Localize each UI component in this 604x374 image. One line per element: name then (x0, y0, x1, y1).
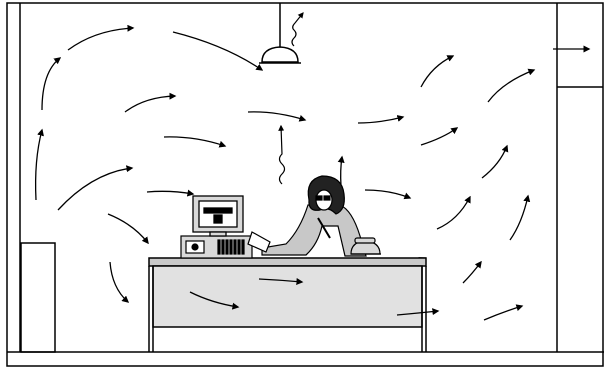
airflow-arrow-icon (487, 68, 536, 103)
airflow-arrow-icon (107, 213, 149, 245)
phone-cord (317, 217, 331, 239)
person-on-phone-icon (247, 175, 367, 257)
room-outline (6, 2, 604, 367)
cabinet (20, 242, 56, 353)
airflow-arrow-icon (337, 155, 345, 187)
desk-airflow-arrows (189, 278, 440, 316)
airflow-arrow-icon (396, 308, 440, 316)
airflow-arrow-icon (420, 55, 455, 88)
airflow-arrow-icon (247, 111, 307, 122)
airflow-arrow-icon (172, 31, 264, 71)
telephone-icon (350, 237, 381, 255)
computer-tower-icon (180, 235, 253, 259)
airflow-arrow-icon (109, 261, 130, 303)
person-body (261, 204, 367, 257)
airflow-arrow-icon (67, 24, 135, 51)
airflow-arrow-icon (364, 189, 412, 200)
heat-wave-icon (278, 12, 304, 185)
desk (148, 257, 427, 352)
airflow-arrow-icon (481, 144, 509, 179)
airflow-arrow-icon (436, 195, 471, 230)
airflow-arrow-icon (357, 115, 405, 124)
airflow-arrow-icon (189, 291, 240, 310)
desk-top (148, 257, 427, 267)
airflow-arrow-icon (258, 278, 304, 285)
airflow-arrow-icon (163, 136, 227, 148)
airflow-arrow-icon (146, 189, 195, 197)
outer-wall (6, 2, 604, 367)
airflow-arrow-icon (420, 127, 459, 146)
airflow-arrow-icon (462, 260, 482, 284)
room-heat-wave (278, 124, 286, 185)
ceiling-lamp-icon (259, 3, 301, 64)
airflow-arrow-icon (41, 57, 62, 111)
airflow-arrow-icon (57, 165, 134, 211)
airflow-arrow-icon (124, 92, 177, 113)
paper-sheet (247, 231, 271, 253)
lamp-heat-wave (291, 12, 304, 47)
airflow-arrow-icon (509, 194, 531, 241)
desk-front-panel (152, 265, 423, 328)
airflow-arrow-icon (34, 128, 44, 201)
computer-monitor-icon (192, 195, 244, 237)
airflow-arrow-icon (483, 304, 524, 321)
airflow-arrows (34, 24, 591, 321)
